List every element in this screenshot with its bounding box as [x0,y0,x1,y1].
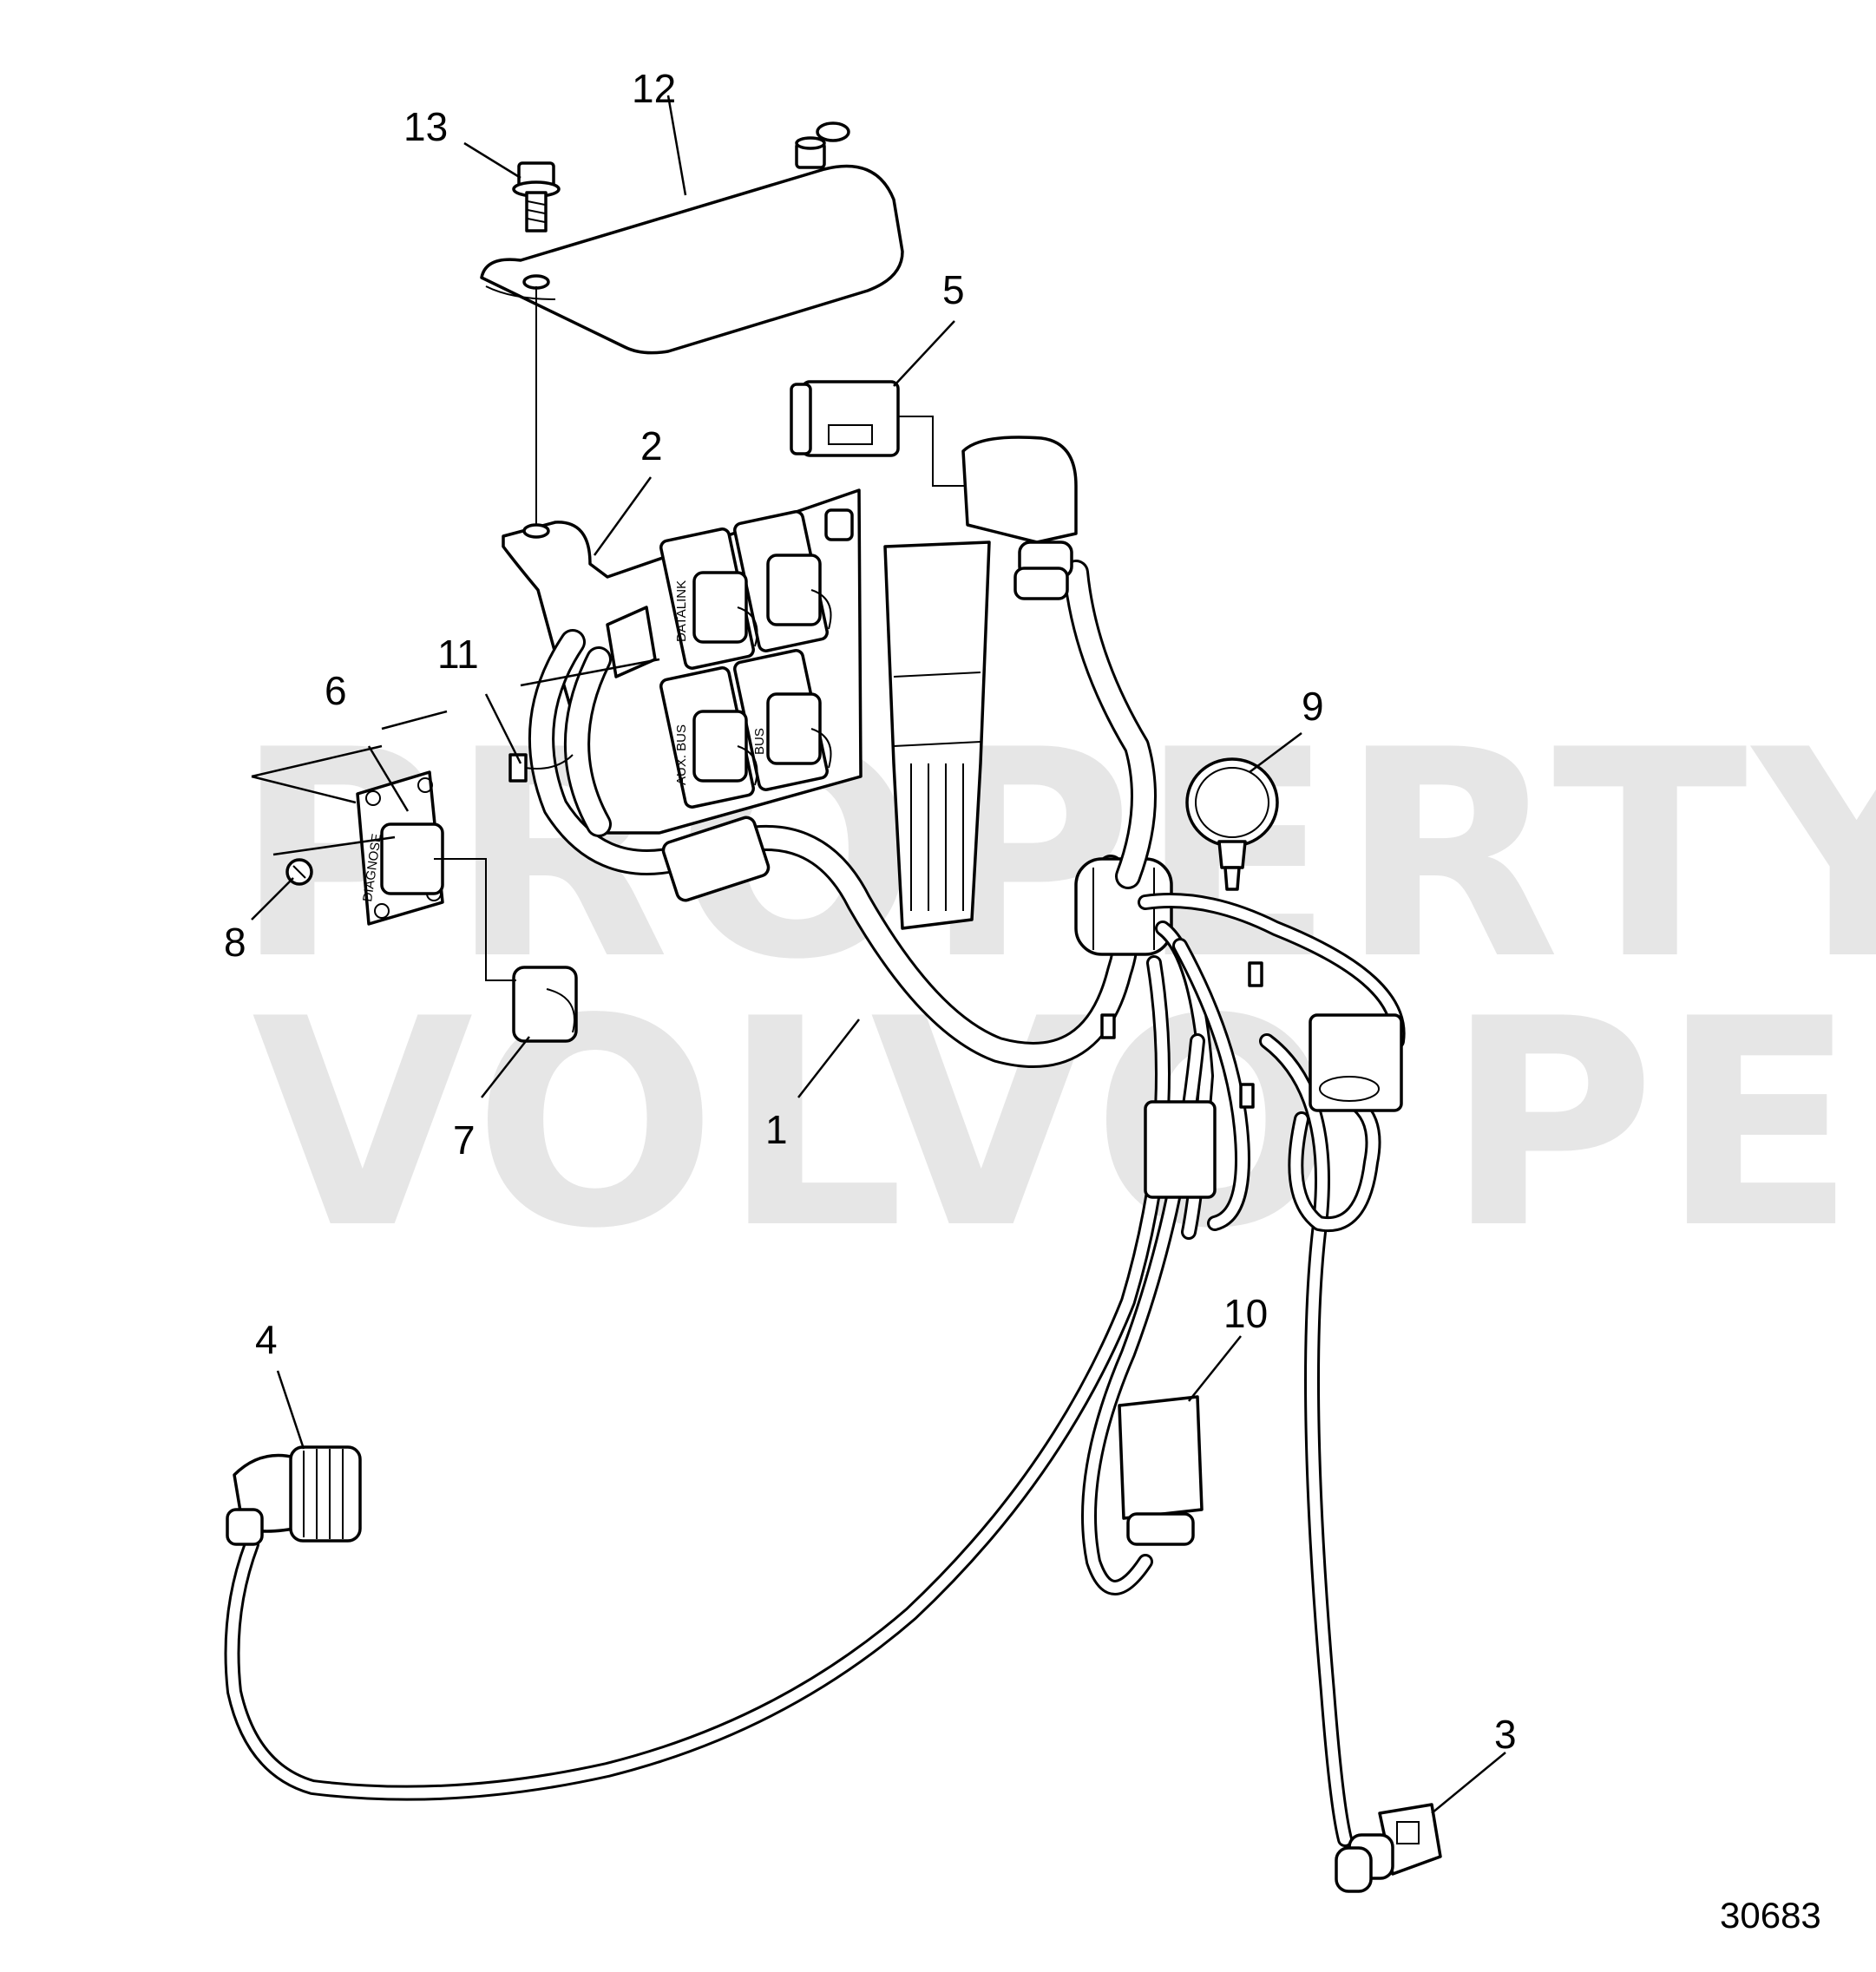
callout-13: 13 [403,104,448,149]
callout-8: 8 [224,920,246,965]
callout-2: 2 [640,423,663,468]
diagnose-cap [434,858,578,1043]
bolt [512,161,561,233]
callout-7: 7 [453,1117,476,1163]
callout-1: 1 [765,1107,788,1152]
cover-plate [480,121,904,355]
watermark-line-1: PROPERTY OF [234,689,1876,1022]
connector-10 [1118,1395,1204,1546]
callouts: 1 2 3 4 5 6 7 8 9 10 11 12 13 [224,66,1517,1757]
callout-3: 3 [1494,1712,1517,1757]
aux-bus-label: AUX. BUS [674,724,689,785]
cable-tie [508,753,574,783]
datalink-label: DATALINK [674,580,689,642]
elbow-connector [226,1445,362,1546]
callout-10: 10 [1223,1291,1268,1336]
connector-bracket: DATALINK AUX. BUS BUS [502,488,863,835]
drawing-number: 30683 [1720,1895,1821,1936]
leader-lines [251,95,1506,1814]
callout-5: 5 [942,267,965,312]
main-harness [224,540,1406,1847]
bus-label: BUS [752,728,767,755]
connector-5 [790,380,1078,600]
watermark-line-2: VOLVO PENTA [252,958,1876,1291]
callout-12: 12 [632,66,676,111]
callout-6: 6 [325,668,347,713]
callout-4: 4 [255,1317,278,1362]
branch-connectors [1144,1013,1403,1199]
ring-clamp [1185,757,1279,891]
callout-9: 9 [1302,684,1324,729]
watermark: PROPERTY OF VOLVO PENTA [234,689,1876,1291]
connector-3 [1335,1803,1442,1893]
callout-11: 11 [437,632,479,677]
diagnose-socket: DIAGNOSE [356,770,444,926]
